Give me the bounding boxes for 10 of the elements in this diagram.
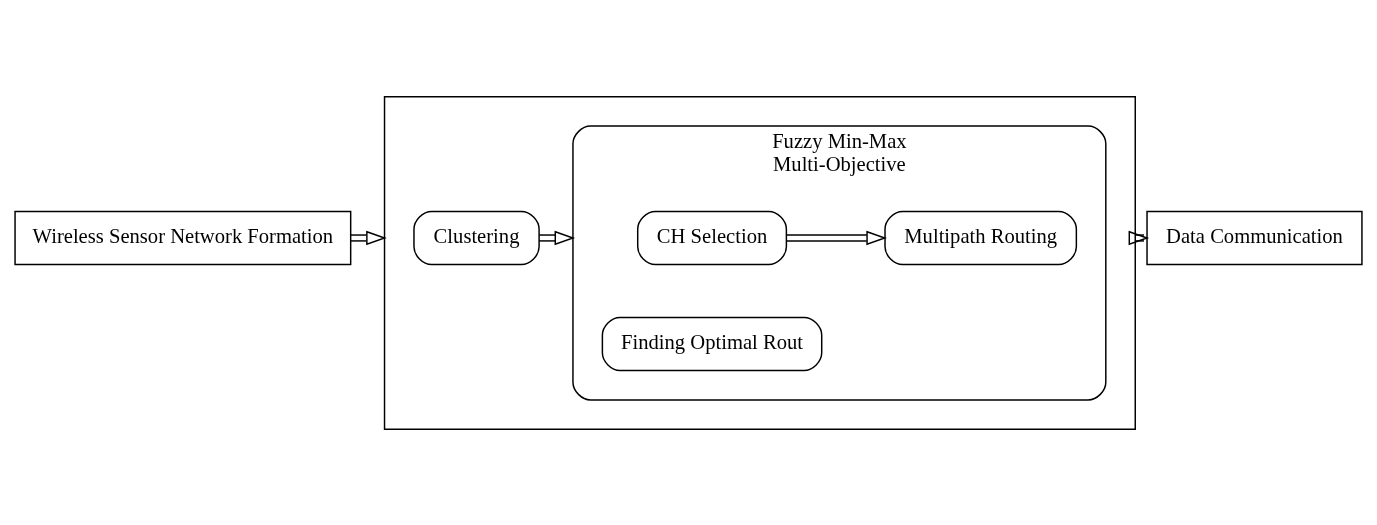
node-box: Data Communication bbox=[1146, 210, 1363, 265]
node-box: CH Selection bbox=[637, 210, 788, 265]
cluster bbox=[383, 95, 1136, 430]
arrow bbox=[786, 230, 887, 245]
node-box: Wireless Sensor Network Formation bbox=[14, 210, 352, 265]
node-box: Clustering bbox=[413, 210, 540, 265]
arrow bbox=[350, 230, 387, 245]
node-box: Multipath Routing bbox=[884, 210, 1078, 265]
node-box: Finding Optimal Rout bbox=[601, 316, 823, 371]
arrow bbox=[538, 230, 576, 245]
